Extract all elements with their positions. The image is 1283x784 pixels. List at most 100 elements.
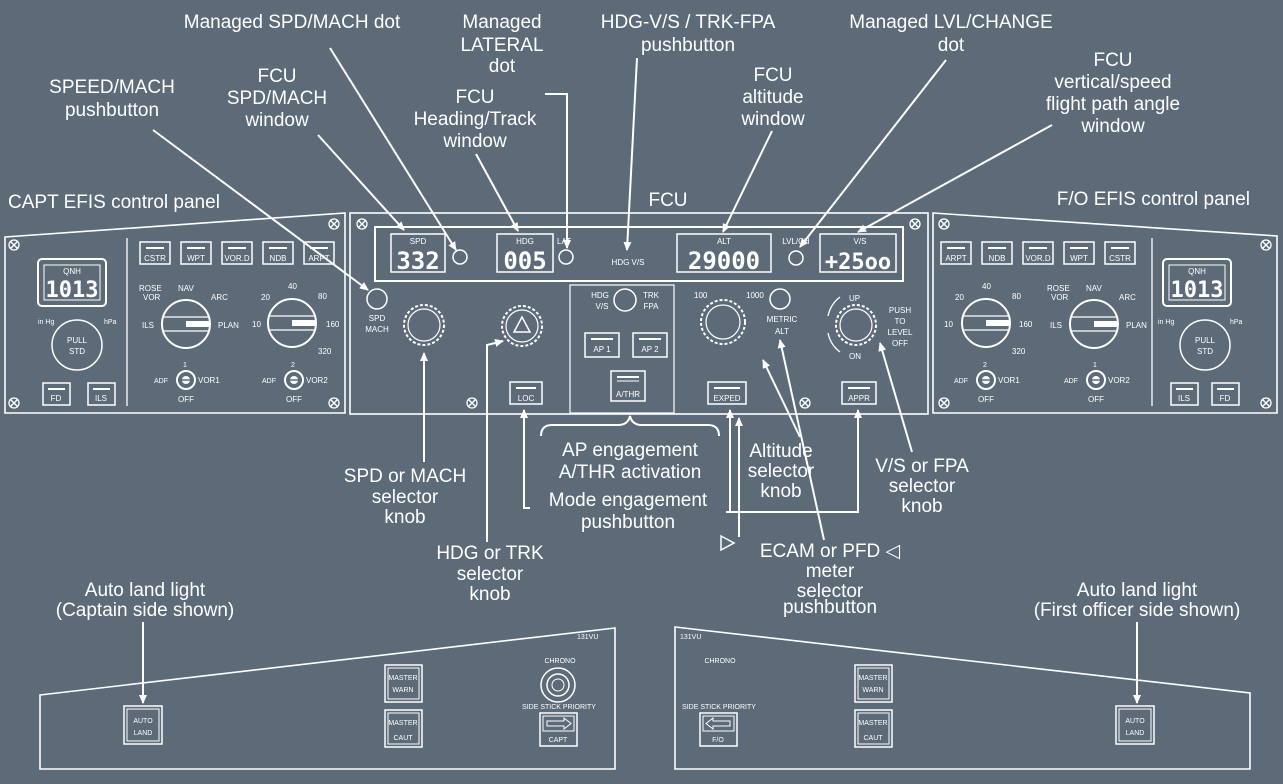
hdg-trk-label: FPA — [644, 302, 660, 311]
side-stick-priority-button-right[interactable]: F/O — [699, 712, 738, 747]
range-80: 80 — [318, 292, 327, 301]
capt-ils-button[interactable]: ILS — [87, 382, 116, 406]
capt-efis-btn-ndb[interactable]: NDB — [262, 241, 294, 265]
altitude-selector-knob[interactable] — [700, 299, 746, 345]
callout-text: pushbutton — [783, 597, 877, 618]
sw-adf: ADF — [954, 378, 968, 385]
range-10: 10 — [252, 320, 261, 329]
callout-text: (Captain side shown) — [56, 600, 234, 621]
callout-text: FCU — [455, 87, 494, 108]
fo-efis-btn-ndb[interactable]: NDB — [981, 241, 1013, 265]
callout-ecam-pfd: ECAM or PFD ◁ meter selector pushbutton — [760, 541, 901, 618]
capt-hpa-label: hPa — [104, 319, 117, 326]
managed-lateral-dot — [558, 249, 574, 265]
capt-efis-btn-wpt[interactable]: WPT — [180, 241, 212, 265]
capt-fd-button[interactable]: FD — [42, 382, 71, 406]
btn-label: VOR.D — [1025, 254, 1051, 263]
fo-efis-btn-cstr[interactable]: CSTR — [1104, 241, 1136, 265]
fo-efis-btn-wpt[interactable]: WPT — [1063, 241, 1095, 265]
push-level-label: TO — [895, 317, 906, 326]
capt-nd-range-selector[interactable] — [267, 298, 317, 348]
loc-pushbutton[interactable]: LOC — [509, 381, 543, 405]
capt-adf-vor2-switch[interactable] — [284, 370, 304, 390]
appr-pushbutton[interactable]: APPR — [841, 381, 877, 405]
range-160: 160 — [326, 320, 340, 329]
range-160: 160 — [1019, 320, 1033, 329]
vs-fpa-selector-knob[interactable] — [835, 304, 877, 346]
sw-off: OFF — [1088, 395, 1104, 404]
spd-selector-knob[interactable] — [403, 304, 445, 346]
warn-label: WARN — [392, 687, 413, 694]
fd-label: FD — [1220, 394, 1231, 403]
exped-label: EXPED — [713, 394, 740, 403]
callout-text: SPD or MACH — [344, 466, 466, 487]
fo-label: F/O — [712, 737, 724, 744]
master-caut-button-right[interactable]: MASTER CAUT — [854, 709, 893, 748]
callout-text: vertical/speed — [1054, 72, 1171, 93]
fo-ils-button[interactable]: ILS — [1170, 382, 1199, 406]
master-warn-button-left[interactable]: MASTER WARN — [384, 664, 423, 703]
mode-plan: PLAN — [1126, 321, 1147, 330]
capt-baro-knob[interactable]: PULL STD — [51, 319, 103, 371]
fo-nd-range-selector[interactable] — [961, 298, 1011, 348]
managed-lvlch-dot — [788, 250, 804, 266]
callout-text: selector — [748, 461, 815, 482]
hdg-trk-label: TRK — [643, 291, 660, 300]
btn-label: CSTR — [144, 254, 166, 263]
ssp-label: SIDE STICK PRIORITY — [522, 704, 596, 711]
sw-off: OFF — [978, 395, 994, 404]
fo-fd-button[interactable]: FD — [1211, 382, 1240, 406]
std-label: STD — [69, 347, 85, 356]
fo-adf-vor1-switch[interactable] — [976, 370, 996, 390]
master-label: MASTER — [858, 675, 887, 682]
capt-nd-mode-selector[interactable] — [161, 299, 211, 349]
fo-inhg-label: in Hg — [1158, 319, 1174, 326]
range-40: 40 — [982, 282, 991, 291]
capt-efis-btn-vord[interactable]: VOR.D — [221, 241, 253, 265]
sw-adf: ADF — [154, 378, 168, 385]
callout-fcu-hdg-window: FCU Heading/Track window — [414, 87, 537, 152]
callout-text: flight path angle — [1046, 94, 1180, 115]
arrow-managed-spd — [329, 47, 457, 251]
fo-nd-mode-selector[interactable] — [1069, 299, 1119, 349]
fo-adf-vor2-switch[interactable] — [1086, 370, 1106, 390]
side-stick-priority-button-left[interactable]: CAPT — [539, 712, 578, 747]
master-warn-button-right[interactable]: MASTER WARN — [854, 664, 893, 703]
ap2-pushbutton[interactable]: AP 2 — [632, 332, 668, 358]
leader-lines — [139, 47, 1141, 704]
mode-nav: NAV — [178, 284, 195, 293]
chrono-button-left[interactable] — [540, 667, 576, 703]
caut-label: CAUT — [863, 735, 883, 742]
hdg-vs-trk-fpa-pushbutton[interactable] — [613, 288, 637, 312]
capt-qnh-label: QNH — [63, 267, 81, 276]
hdg-selector-knob[interactable] — [501, 305, 543, 347]
sw-num: 1 — [183, 362, 187, 369]
hdg-trk-label: HDG — [591, 291, 609, 300]
ap1-pushbutton[interactable]: AP 1 — [584, 332, 620, 358]
callout-altitude-selector: Altitude selector knob — [748, 441, 815, 502]
autoland-light-right[interactable]: AUTO LAND — [1115, 705, 1155, 745]
push-level-label: OFF — [892, 339, 908, 348]
fo-baro-knob[interactable]: PULL STD — [1179, 319, 1231, 371]
callout-text: Auto land light — [1077, 580, 1198, 601]
fcu-title: FCU — [648, 190, 687, 211]
alt-label: ALT — [717, 237, 731, 246]
fo-efis-btn-vord[interactable]: VOR.D — [1022, 241, 1054, 265]
sw-vor: VOR1 — [998, 376, 1020, 385]
master-caut-button-left[interactable]: MASTER CAUT — [384, 709, 423, 748]
hdg-vs-indicator: HDG V/S — [612, 258, 645, 267]
metric-alt-pushbutton[interactable] — [769, 288, 791, 310]
expedite-pushbutton[interactable]: EXPED — [707, 381, 747, 405]
range-20: 20 — [261, 293, 270, 302]
spd-mach-pushbutton[interactable] — [366, 288, 388, 310]
capt-efis-btn-cstr[interactable]: CSTR — [139, 241, 171, 265]
fo-efis-btn-arpt[interactable]: ARPT — [940, 241, 972, 265]
autoland-light-left[interactable]: AUTO LAND — [123, 705, 163, 745]
vs-fpa-window: V/S +25oo — [819, 233, 897, 275]
sw-vor: VOR2 — [306, 376, 328, 385]
capt-adf-vor1-switch[interactable] — [176, 370, 196, 390]
athr-pushbutton[interactable]: A/THR — [610, 370, 646, 402]
vs-value: +25oo — [825, 250, 891, 275]
